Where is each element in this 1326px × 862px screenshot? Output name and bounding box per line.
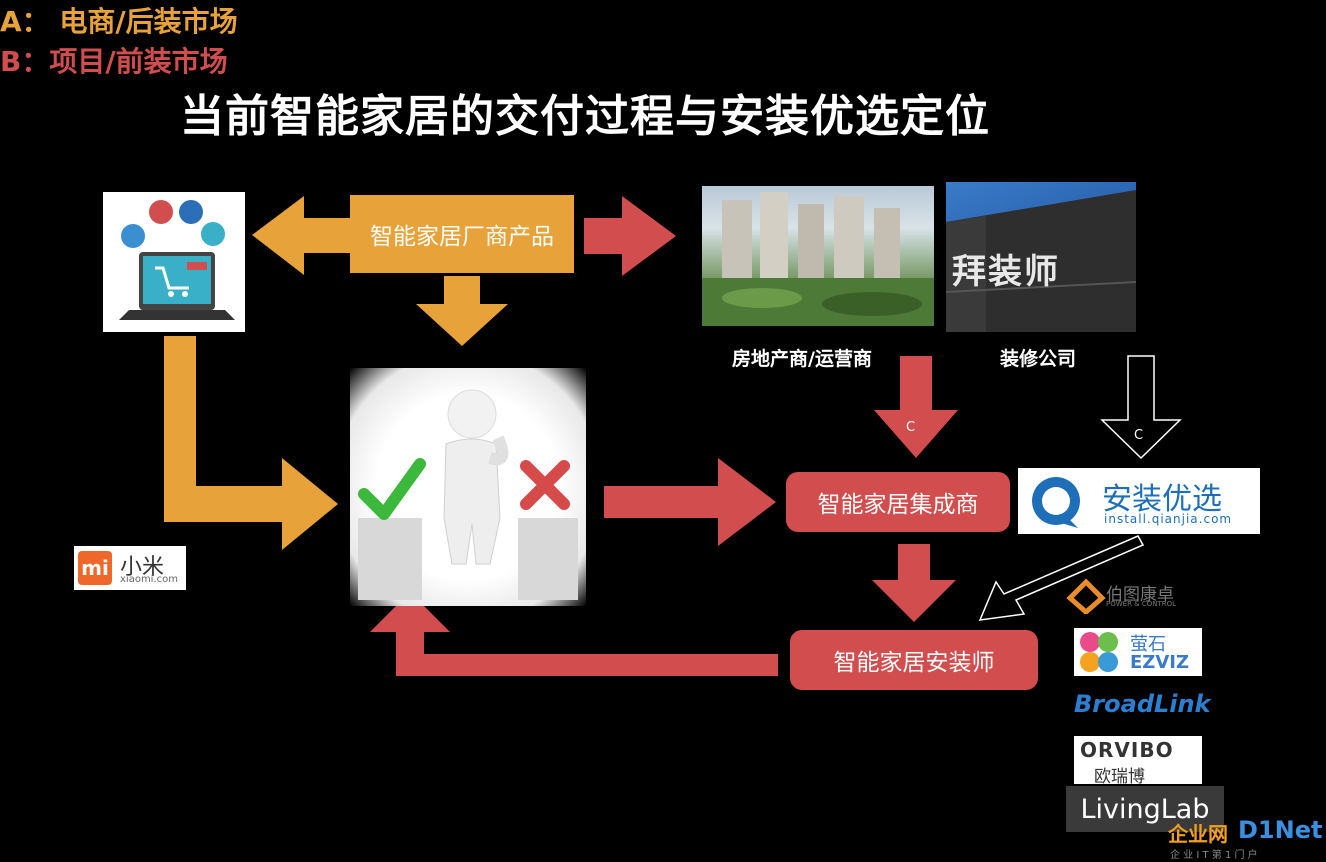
arrow-anzhuang-to-installer	[978, 535, 1145, 621]
laptop-cart-icon	[119, 200, 235, 320]
xiaomi-text: 小米	[120, 555, 165, 580]
ezviz-cn: 萤石	[1130, 634, 1166, 655]
anzhuang-text: 安装优选	[1102, 482, 1222, 517]
mi-icon: mi	[78, 551, 112, 585]
decoration-caption: 装修公司	[1000, 348, 1077, 370]
vendor-products-node: 智能家居厂商产品	[350, 195, 574, 273]
decoration-company-photo: 拜装师	[946, 182, 1136, 332]
watermark-en: D1Net	[1238, 816, 1323, 844]
anzhuang-youxuan-logo: 安装优选 install.qianjia.com	[1018, 468, 1260, 534]
market-a-label: A： 电商/后装市场	[0, 5, 238, 38]
arrow-vendor-to-estate	[584, 196, 676, 276]
residential-towers-graphic	[702, 192, 934, 326]
botu-icon	[1066, 578, 1106, 614]
orvibo-en: ORVIBO	[1080, 738, 1174, 762]
ezviz-en: EZVIZ	[1130, 652, 1190, 673]
broadlink-text: BroadLink	[1074, 690, 1211, 718]
ezviz-logo: 萤石 EZVIZ	[1074, 628, 1202, 676]
market-b-label: B：项目/前装市场	[0, 45, 228, 78]
botu-sub: POWER & CONTROL	[1106, 600, 1177, 608]
arrow-person-to-integrator	[604, 458, 776, 546]
arrow-vendor-to-person	[416, 276, 508, 346]
building-facade-graphic	[946, 190, 1136, 332]
thinking-person-icon	[358, 389, 578, 600]
broadlink-logo: BroadLink	[1072, 686, 1211, 722]
ezviz-icon	[1080, 632, 1118, 672]
orvibo-cn: 欧瑞博	[1094, 767, 1145, 787]
xiaomi-logo: mi 小米 xiaomi.com	[74, 546, 186, 590]
arrow-estate-to-integrator	[874, 356, 958, 458]
watermark-cn: 企业网	[1168, 822, 1228, 846]
integrator-node: 智能家居集成商	[786, 472, 1010, 532]
installer-node: 智能家居安装师	[790, 630, 1038, 690]
arrow-ecommerce-to-person	[164, 336, 338, 550]
orvibo-logo: ORVIBO 欧瑞博	[1074, 736, 1202, 787]
livinglab-logo: LivingLab	[1066, 786, 1224, 832]
speech-bubble-icon	[1032, 477, 1080, 528]
arrow-deco-to-anzhuang	[1100, 355, 1182, 460]
deco-arrow-mark: C	[1134, 428, 1144, 443]
page-title: 当前智能家居的交付过程与安装优选定位	[180, 91, 990, 142]
arrow-vendor-to-ecommerce	[252, 196, 350, 275]
estate-arrow-mark: C	[906, 420, 916, 435]
real-estate-photo	[702, 186, 934, 326]
botu-logo: 伯图康卓 POWER & CONTROL	[1066, 578, 1202, 614]
real-estate-caption: 房地产商/运营商	[732, 348, 872, 370]
botu-text: 伯图康卓	[1106, 585, 1174, 605]
ecommerce-illustration	[103, 192, 245, 332]
building-sign: 拜装师	[952, 252, 1060, 292]
anzhuang-url: install.qianjia.com	[1104, 512, 1233, 526]
arrow-integrator-to-installer	[872, 544, 956, 622]
watermark-sub: 企 业 I T 第 1 门 户	[1170, 850, 1258, 861]
d1net-watermark: 企业网 D1Net 企 业 I T 第 1 门 户	[1168, 816, 1326, 862]
arrow-installer-to-person	[370, 592, 778, 676]
xiaomi-sub: xiaomi.com	[120, 574, 178, 585]
person-choosing-illustration	[350, 368, 586, 606]
